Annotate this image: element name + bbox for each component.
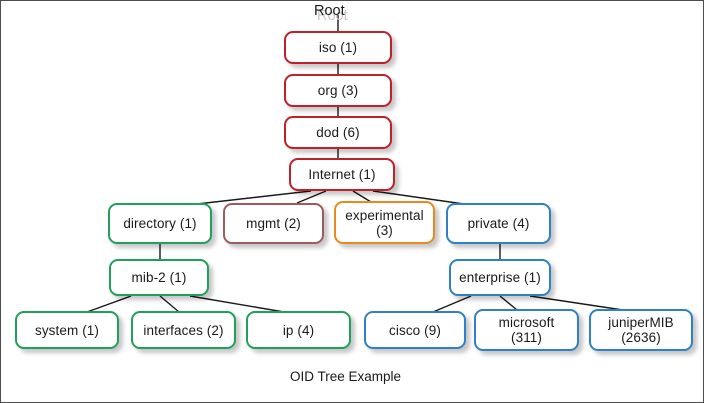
root-label-text: Root (314, 3, 345, 19)
node-label-directory: directory (1) (123, 216, 197, 231)
node-label-interfaces: interfaces (2) (143, 322, 224, 338)
node-directory[interactable]: directory (1) (108, 203, 212, 244)
node-ip[interactable]: ip (4) (246, 311, 351, 349)
node-label-org: org (3) (317, 83, 359, 98)
diagram-caption: OID Tree Example (290, 369, 402, 384)
node-microsoft[interactable]: microsoft (311) (474, 309, 579, 351)
node-label-internet: Internet (1) (308, 167, 376, 182)
node-juniperMIB[interactable]: juniperMIB (2636) (589, 309, 693, 351)
edge-enterprise-to-microsoft (499, 295, 518, 311)
node-label-cisco: cisco (9) (389, 322, 441, 338)
edge-mib2-to-ip (189, 295, 285, 313)
node-cisco[interactable]: cisco (9) (364, 311, 466, 349)
node-label-ip: ip (4) (282, 322, 315, 338)
node-interfaces[interactable]: interfaces (2) (131, 311, 236, 349)
node-label-mib2: mib-2 (1) (131, 270, 187, 285)
edge-mib2-to-interfaces (159, 295, 180, 313)
edge-internet-to-mgmt (296, 190, 327, 204)
node-label-dod: dod (6) (316, 125, 360, 140)
node-private[interactable]: private (4) (446, 203, 551, 244)
node-internet[interactable]: Internet (1) (289, 158, 395, 191)
node-label-juniperMIB: juniperMIB (2636) (608, 315, 674, 345)
edge-enterprise-to-cisco (432, 295, 472, 313)
node-label-enterprise: enterprise (1) (459, 270, 541, 285)
node-label-iso: iso (1) (318, 40, 358, 55)
node-label-private: private (4) (467, 216, 530, 231)
edge-enterprise-to-juniperMIB (529, 295, 624, 311)
edge-mib2-to-system (86, 295, 132, 313)
node-enterprise[interactable]: enterprise (1) (449, 259, 551, 296)
root-node-label: Root Root (314, 3, 348, 24)
node-label-experimental: experimental (3) (345, 207, 424, 238)
node-dod[interactable]: dod (6) (284, 116, 392, 149)
node-label-microsoft: microsoft (311) (498, 315, 555, 345)
node-experimental[interactable]: experimental (3) (334, 201, 435, 244)
node-mib2[interactable]: mib-2 (1) (109, 259, 209, 296)
node-system[interactable]: system (1) (15, 311, 119, 349)
node-iso[interactable]: iso (1) (284, 31, 392, 64)
node-label-mgmt: mgmt (2) (246, 216, 301, 231)
node-mgmt[interactable]: mgmt (2) (223, 203, 324, 244)
node-org[interactable]: org (3) (284, 74, 392, 107)
node-label-system: system (1) (34, 322, 99, 338)
